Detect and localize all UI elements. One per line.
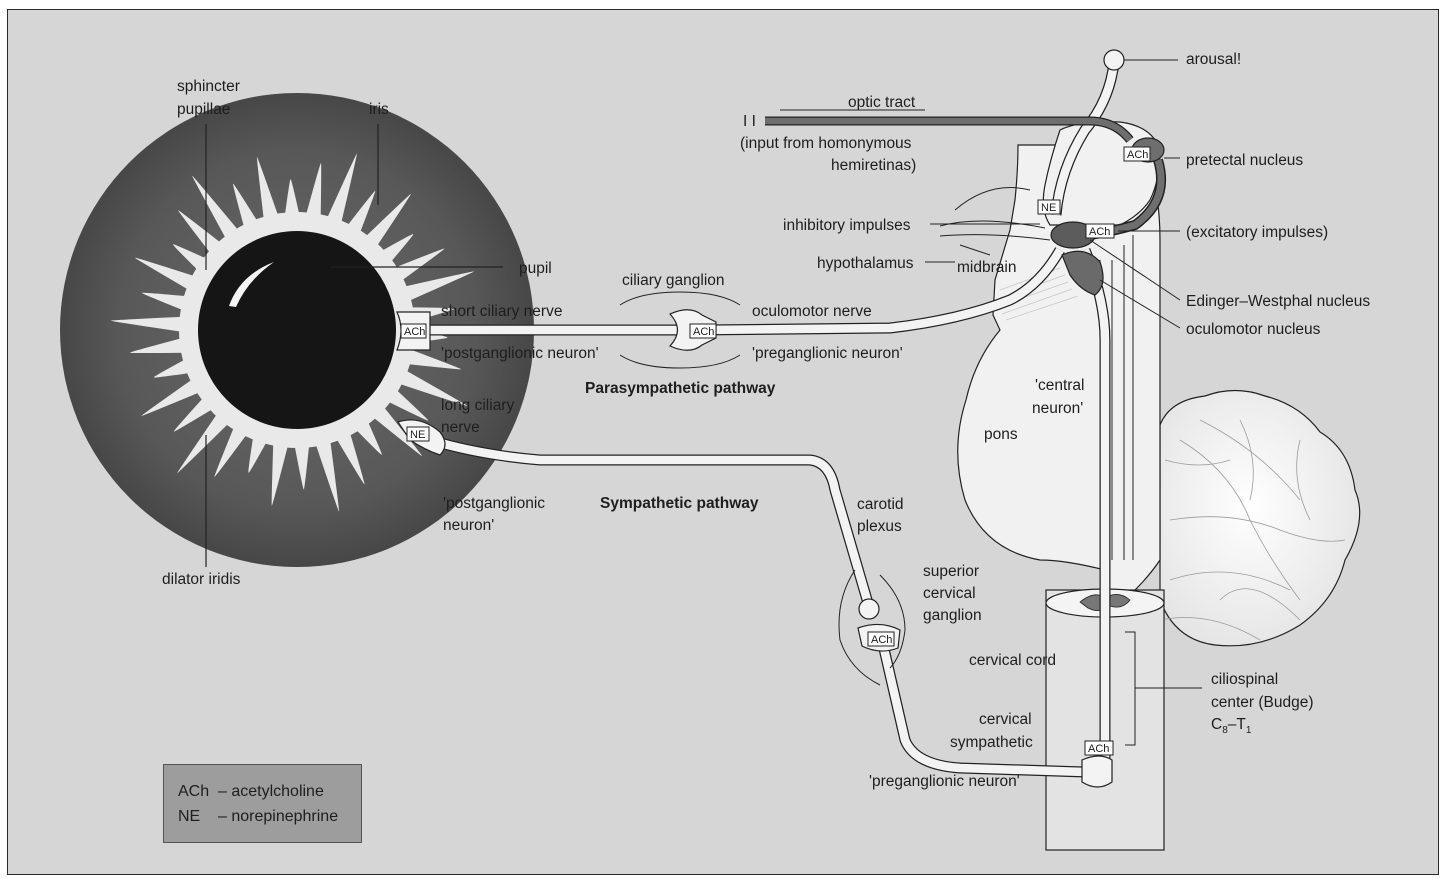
label-carotid-1: carotid bbox=[857, 496, 904, 513]
label-superior-2: cervical bbox=[923, 585, 976, 602]
label-parasympathetic-pathway: Parasympathetic pathway bbox=[585, 380, 776, 397]
label-cervical-cord: cervical cord bbox=[969, 652, 1056, 669]
legend-row-ach: ACh– acetylcholine bbox=[178, 779, 361, 804]
label-postganglionic-2a: 'postganglionic bbox=[443, 495, 545, 512]
label-long-ciliary-2: nerve bbox=[441, 419, 480, 436]
label-roman-two: I I bbox=[743, 113, 756, 130]
label-postganglionic-2b: neuron' bbox=[443, 517, 494, 534]
label-superior-1: superior bbox=[923, 563, 979, 580]
label-central-2: neuron' bbox=[1032, 400, 1083, 417]
label-ciliospinal-segments: C8–T1 bbox=[1211, 716, 1252, 736]
label-arousal: arousal! bbox=[1186, 51, 1241, 68]
label-pupil: pupil bbox=[519, 260, 552, 277]
ach-tag-pretectal: ACh bbox=[1124, 147, 1150, 161]
label-pons: pons bbox=[984, 426, 1018, 443]
ach-tag-ciliary: ACh bbox=[690, 324, 716, 338]
label-input-1: (input from homonymous bbox=[740, 135, 912, 152]
label-excitatory-impulses: (excitatory impulses) bbox=[1186, 224, 1328, 241]
label-cervical-symp-1: cervical bbox=[979, 711, 1032, 728]
ciliary-ganglion-capsule-bottom bbox=[620, 355, 740, 368]
ne-tag-midbrain: NE bbox=[1038, 200, 1060, 214]
legend-box: ACh– acetylcholine NE– norepinephrine bbox=[163, 764, 362, 843]
label-central-1: 'central bbox=[1035, 377, 1084, 394]
legend-abbr-ne: NE bbox=[178, 804, 218, 829]
label-oculomotor-nerve: oculomotor nerve bbox=[752, 303, 872, 320]
ach-tag-pretectal-text: ACh bbox=[1127, 149, 1148, 161]
label-cervical-symp-2: sympathetic bbox=[950, 734, 1033, 751]
ach-tag-ew-text: ACh bbox=[1089, 226, 1110, 238]
label-midbrain: midbrain bbox=[957, 259, 1016, 276]
label-iris: iris bbox=[369, 101, 389, 118]
ach-tag-ew: ACh bbox=[1086, 224, 1114, 238]
legend-text-ne: – norepinephrine bbox=[218, 808, 338, 825]
label-ciliospinal-1: ciliospinal bbox=[1211, 671, 1278, 688]
label-sphincter-2: pupillae bbox=[177, 101, 230, 118]
label-carotid-2: plexus bbox=[857, 518, 902, 535]
ach-tag-cord-text: ACh bbox=[1088, 743, 1109, 755]
label-dilator-iridis: dilator iridis bbox=[162, 571, 241, 588]
label-preganglionic-neuron-1: 'preganglionic neuron' bbox=[752, 345, 903, 362]
brainstem bbox=[940, 122, 1360, 646]
label-superior-3: ganglion bbox=[923, 607, 982, 624]
label-oculomotor-nucleus: oculomotor nucleus bbox=[1186, 321, 1321, 338]
label-sympathetic-pathway: Sympathetic pathway bbox=[600, 495, 759, 512]
label-optic-tract: optic tract bbox=[848, 94, 916, 111]
label-hypothalamus: hypothalamus bbox=[817, 255, 914, 272]
cerebellum bbox=[1160, 391, 1360, 646]
legend-row-ne: NE– norepinephrine bbox=[178, 804, 361, 829]
long-ciliary-fiber-outline bbox=[430, 440, 870, 610]
ne-tag-midbrain-text: NE bbox=[1041, 202, 1056, 214]
arousal-neuron-body bbox=[1104, 50, 1124, 70]
ach-tag-eye-text: ACh bbox=[404, 326, 425, 338]
ach-tag-eye: ACh bbox=[401, 324, 426, 338]
ach-tag-cord: ACh bbox=[1085, 741, 1113, 755]
pupil-disk bbox=[198, 231, 396, 429]
label-sphincter-1: sphincter bbox=[177, 78, 240, 95]
label-preganglionic-neuron-2: 'preganglionic neuron' bbox=[869, 773, 1020, 790]
label-inhibitory-impulses: inhibitory impulses bbox=[783, 217, 911, 234]
label-pretectal-nucleus: pretectal nucleus bbox=[1186, 152, 1303, 169]
label-ciliary-ganglion: ciliary ganglion bbox=[622, 272, 725, 289]
ach-tag-scg-text: ACh bbox=[871, 634, 892, 646]
label-input-2: hemiretinas) bbox=[831, 157, 916, 174]
label-ciliospinal-2: center (Budge) bbox=[1211, 694, 1314, 711]
scg-neuron-body bbox=[859, 599, 879, 619]
label-long-ciliary-1: long ciliary bbox=[441, 397, 514, 414]
label-short-ciliary-nerve: short ciliary nerve bbox=[441, 303, 562, 320]
legend-text-ach: – acetylcholine bbox=[218, 783, 324, 800]
ach-tag-ciliary-text: ACh bbox=[693, 326, 714, 338]
ne-tag-eye: NE bbox=[407, 427, 429, 441]
label-postganglionic-neuron-1: 'postganglionic neuron' bbox=[441, 345, 599, 362]
ach-tag-scg: ACh bbox=[868, 632, 894, 646]
ciliary-ganglion-capsule-top bbox=[620, 292, 740, 305]
ne-tag-eye-text: NE bbox=[410, 429, 425, 441]
cord-synapse bbox=[1082, 756, 1112, 787]
label-edinger-westphal: Edinger–Westphal nucleus bbox=[1186, 293, 1370, 310]
superior-cervical-ganglion bbox=[839, 570, 905, 685]
legend-abbr-ach: ACh bbox=[178, 779, 218, 804]
